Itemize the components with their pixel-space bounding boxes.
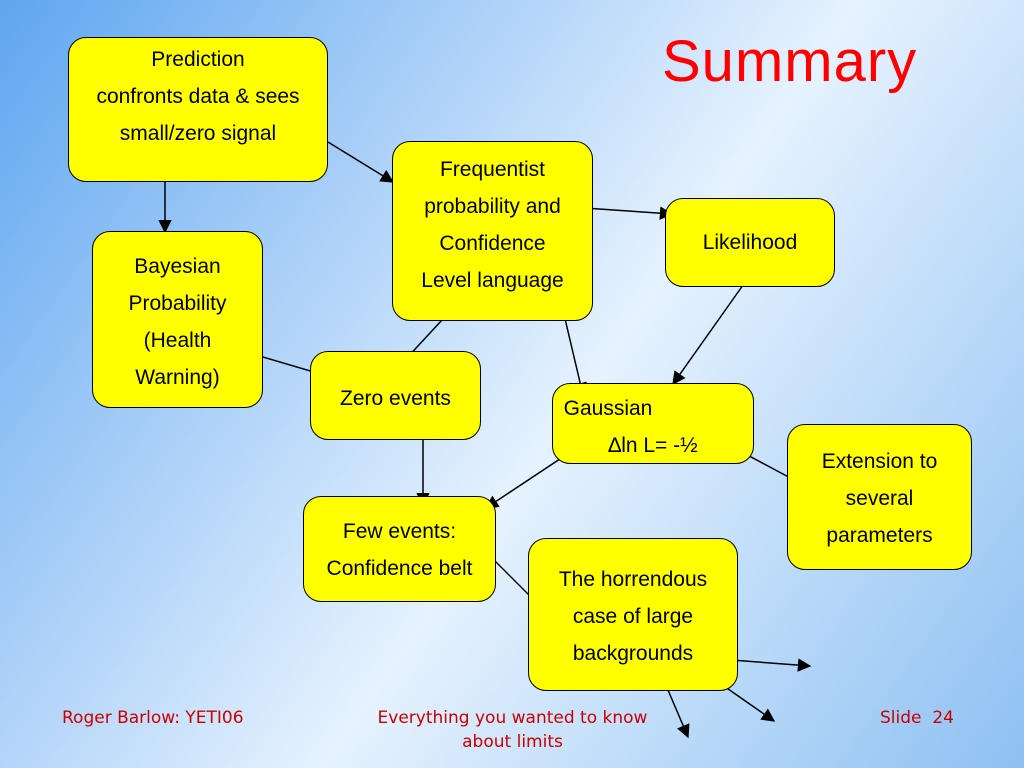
footer-slide-number: 24 — [932, 708, 954, 728]
box-gaussian-line-2: ∆ln L= -½ — [608, 434, 698, 457]
footer-center: Everything you wanted to know about limi… — [360, 706, 665, 754]
box-frequentist-line-2: probability and — [424, 195, 561, 218]
box-likelihood: Likelihood — [665, 198, 835, 287]
box-few-events: Few events: Confidence belt — [303, 496, 496, 602]
arrow-prediction-to-frequentist — [327, 141, 395, 183]
box-horrendous-line-2: case of large — [572, 605, 694, 628]
box-bayesian-line-3: (Health — [143, 329, 212, 352]
slide-title: Summary — [662, 29, 918, 94]
box-prediction-line-3: small/zero signal — [119, 122, 277, 145]
box-extension: Extension to several parameters — [787, 424, 972, 570]
box-few-events-line-1: Few events: — [342, 520, 457, 543]
box-gaussian-line-1: Gaussian — [563, 397, 653, 420]
box-frequentist: Frequentist probability and Confidence L… — [392, 141, 593, 321]
box-extension-line-3: parameters — [826, 524, 933, 547]
box-gaussian: Gaussian ∆ln L= -½ — [552, 383, 754, 464]
box-bayesian-line-1: Bayesian — [134, 255, 221, 278]
box-bayesian-line-2: Probability — [128, 292, 227, 315]
arrow-frequentist-to-likelihood — [583, 206, 674, 220]
footer-center-line-2: about limits — [462, 732, 563, 752]
box-likelihood-line-1: Likelihood — [702, 231, 798, 254]
box-horrendous-line-3: backgrounds — [572, 642, 694, 665]
box-prediction: Prediction confronts data & sees small/z… — [68, 37, 328, 182]
box-prediction-line-1: Prediction — [151, 48, 245, 71]
footer-center-line-1: Everything you wanted to know — [377, 708, 648, 728]
box-prediction-line-2: confronts data & sees — [96, 85, 300, 108]
box-frequentist-line-4: Level language — [421, 269, 564, 292]
box-extension-line-2: several — [845, 487, 914, 510]
footer-slide-label: Slide — [880, 708, 922, 728]
box-frequentist-line-1: Frequentist — [439, 158, 546, 181]
box-zero-events-line-1: Zero events — [340, 387, 451, 410]
box-frequentist-line-3: Confidence — [439, 232, 546, 255]
arrow-likelihood-to-gaussian — [672, 270, 754, 386]
footer-slide: Slide 24 — [880, 706, 954, 730]
arrow-horrendous-out-down — [664, 682, 690, 739]
footer-author: Roger Barlow: YETI06 — [62, 708, 244, 728]
box-extension-line-1: Extension to — [821, 450, 938, 473]
box-horrendous: The horrendous case of large backgrounds — [528, 538, 738, 691]
box-horrendous-line-1: The horrendous — [558, 568, 708, 591]
box-few-events-line-2: Confidence belt — [326, 557, 473, 580]
box-bayesian-line-4: Warning) — [135, 366, 220, 389]
box-zero-events: Zero events — [310, 351, 481, 440]
box-bayesian: Bayesian Probability (Health Warning) — [92, 231, 263, 408]
